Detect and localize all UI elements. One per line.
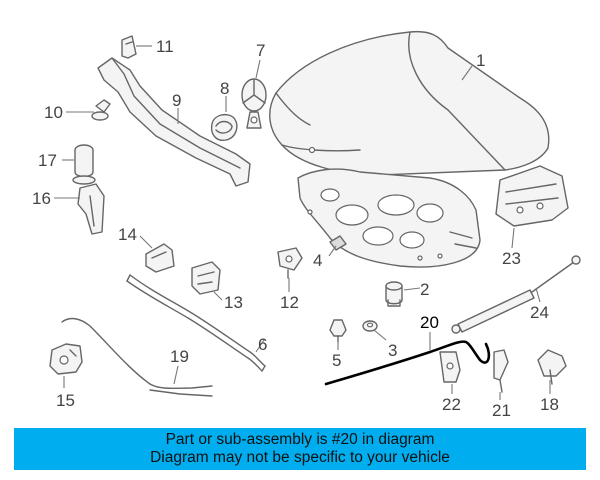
lock-part <box>49 343 83 375</box>
release-handle-part <box>145 243 175 273</box>
clip-part <box>329 319 347 343</box>
retainer-clip-part <box>121 35 137 59</box>
damper-part <box>72 144 96 185</box>
front-seal-part <box>126 274 266 372</box>
callout-3: 3 <box>388 341 397 360</box>
release-cable-part <box>61 317 213 397</box>
callout-12: 12 <box>280 293 299 312</box>
switch-part <box>439 351 461 383</box>
callout-5: 5 <box>332 351 341 370</box>
parts-diagram: 1 2 3 4 5 6 7 8 9 10 11 12 13 14 15 16 1… <box>32 30 581 420</box>
callout-9: 9 <box>172 91 181 110</box>
trim-strip-part <box>97 57 251 187</box>
badge-part <box>210 113 238 141</box>
callout-13: 13 <box>224 293 243 312</box>
banner-line-1: Part or sub-assembly is #20 in diagram <box>165 431 435 448</box>
callout-4: 4 <box>313 251 322 270</box>
insulator-clip-part <box>329 235 347 251</box>
leader-lines <box>54 45 551 400</box>
banner-line-2: Diagram may not be specific to your vehi… <box>150 449 450 466</box>
callout-19: 19 <box>170 347 189 366</box>
callout-16: 16 <box>32 189 51 208</box>
callout-18: 18 <box>540 395 559 414</box>
callout-22: 22 <box>442 395 461 414</box>
gas-strut-part <box>451 255 581 334</box>
support-bracket-part <box>77 183 105 235</box>
callout-14: 14 <box>118 225 137 244</box>
callout-1: 1 <box>476 51 485 70</box>
callout-2: 2 <box>420 280 429 299</box>
callout-6: 6 <box>258 335 267 354</box>
callout-10: 10 <box>44 103 63 122</box>
callout-15: 15 <box>56 391 75 410</box>
latch-bracket-part <box>191 261 221 295</box>
bracket-part <box>277 247 303 279</box>
link-part <box>493 349 509 393</box>
callout-20: 20 <box>420 313 439 332</box>
callout-21: 21 <box>492 401 511 420</box>
info-banner: Part or sub-assembly is #20 in diagram D… <box>14 428 586 470</box>
push-pin-part <box>91 99 111 121</box>
bumper-stop-part <box>385 281 403 307</box>
hinge-bracket-part <box>537 349 567 385</box>
callout-7: 7 <box>256 41 265 60</box>
emblem-part <box>241 78 267 129</box>
callout-17: 17 <box>38 151 57 170</box>
grommet-part <box>362 320 378 332</box>
hinge-part <box>495 165 569 227</box>
callout-23: 23 <box>502 249 521 268</box>
callout-24: 24 <box>530 303 549 322</box>
cable-part-highlighted <box>324 340 491 386</box>
callout-8: 8 <box>220 79 229 98</box>
hood-part <box>269 30 550 268</box>
callout-11: 11 <box>156 37 174 56</box>
